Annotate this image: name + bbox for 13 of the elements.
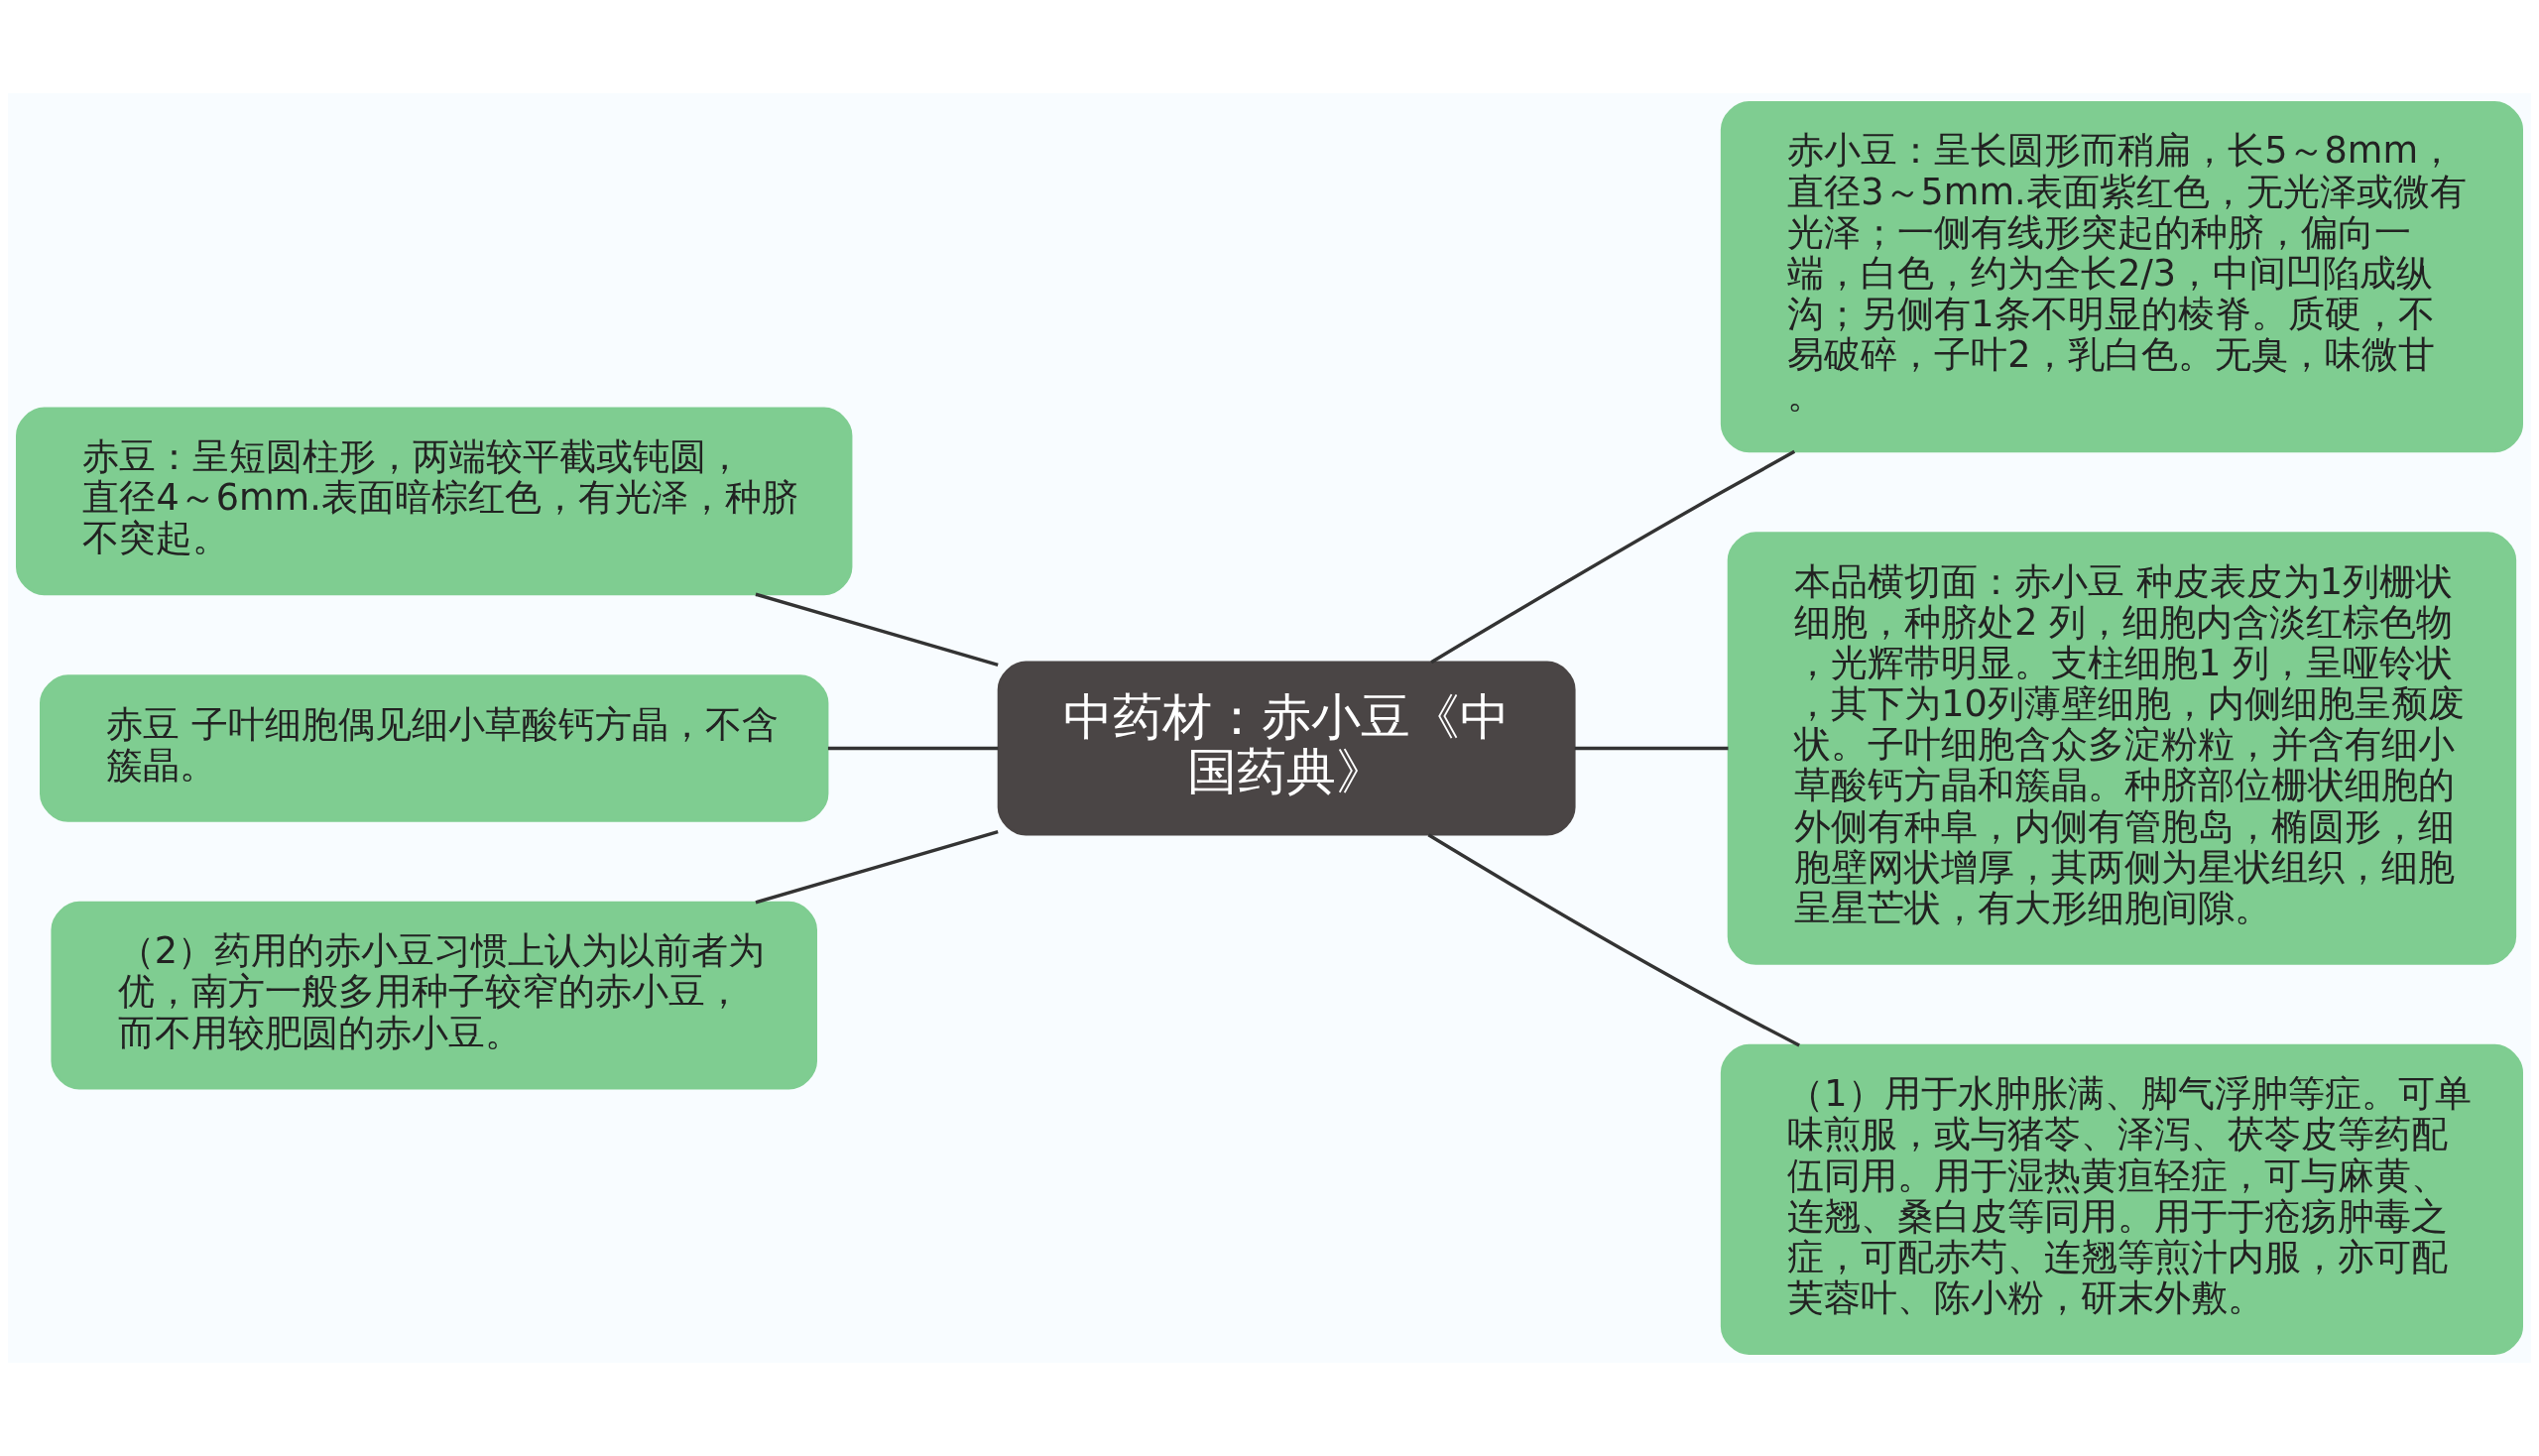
connector	[1430, 449, 1796, 665]
connector	[1574, 746, 1729, 751]
node-box: 本品横切面：赤小豆 种皮表皮为1列栅状细胞，种脐处2 列，细胞内含淡红棕色物，光辉带明显。支柱细胞1 列，呈哑铃状，其下为10列薄壁细胞，内侧细胞呈颓废状。子叶细胞含众多淀粉粒，并含有细小草酸钙方晶和簇晶。种脐部位栅状细胞的外侧有种阜，内侧有管胞岛，椭圆形，细胞壁网状增厚，其两侧为星状组织，细胞呈星芒状，有大形细胞间隙。	[1727, 532, 2517, 965]
connector	[755, 592, 999, 667]
connector	[755, 830, 999, 905]
node-box: 赤豆：呈短圆柱形，两端较平截或钝圆，直径4～6mm.表面暗棕红色，有光泽，种脐不突起。	[16, 407, 853, 596]
node-box: 中药材：赤小豆《中国药典》	[997, 661, 1576, 836]
node-box: （2）药用的赤小豆习惯上认为以前者为优，南方一般多用种子较窄的赤小豆，而不用较肥圆的赤小豆。	[51, 901, 817, 1090]
node-box: （1）用于水肿胀满、脚气浮肿等症。可单味煎服，或与猪苓、泽泻、茯苓皮等药配伍同用。用于湿热黄疸轻症，可与麻黄、连翘、桑白皮等同用。用于于疮疡肿毒之症，可配赤芍、连翘等煎汁内服，亦可配芙蓉叶、陈小粉，研末外敷。	[1720, 1043, 2523, 1355]
node-box: 赤小豆：呈长圆形而稍扁，长5～8mm，直径3～5mm.表面紫红色，无光泽或微有光泽；一侧有线形突起的种脐，偏向一端，白色，约为全长2/3，中间凹陷成纵沟；另侧有1条不明显的棱脊。质硬，不易破碎，子叶2，乳白色。无臭，味微甘。	[1720, 101, 2523, 453]
connector	[1427, 833, 1800, 1047]
node-box: 赤豆 子叶细胞偶见细小草酸钙方晶，不含簇晶。	[40, 674, 829, 822]
connector	[827, 746, 999, 751]
